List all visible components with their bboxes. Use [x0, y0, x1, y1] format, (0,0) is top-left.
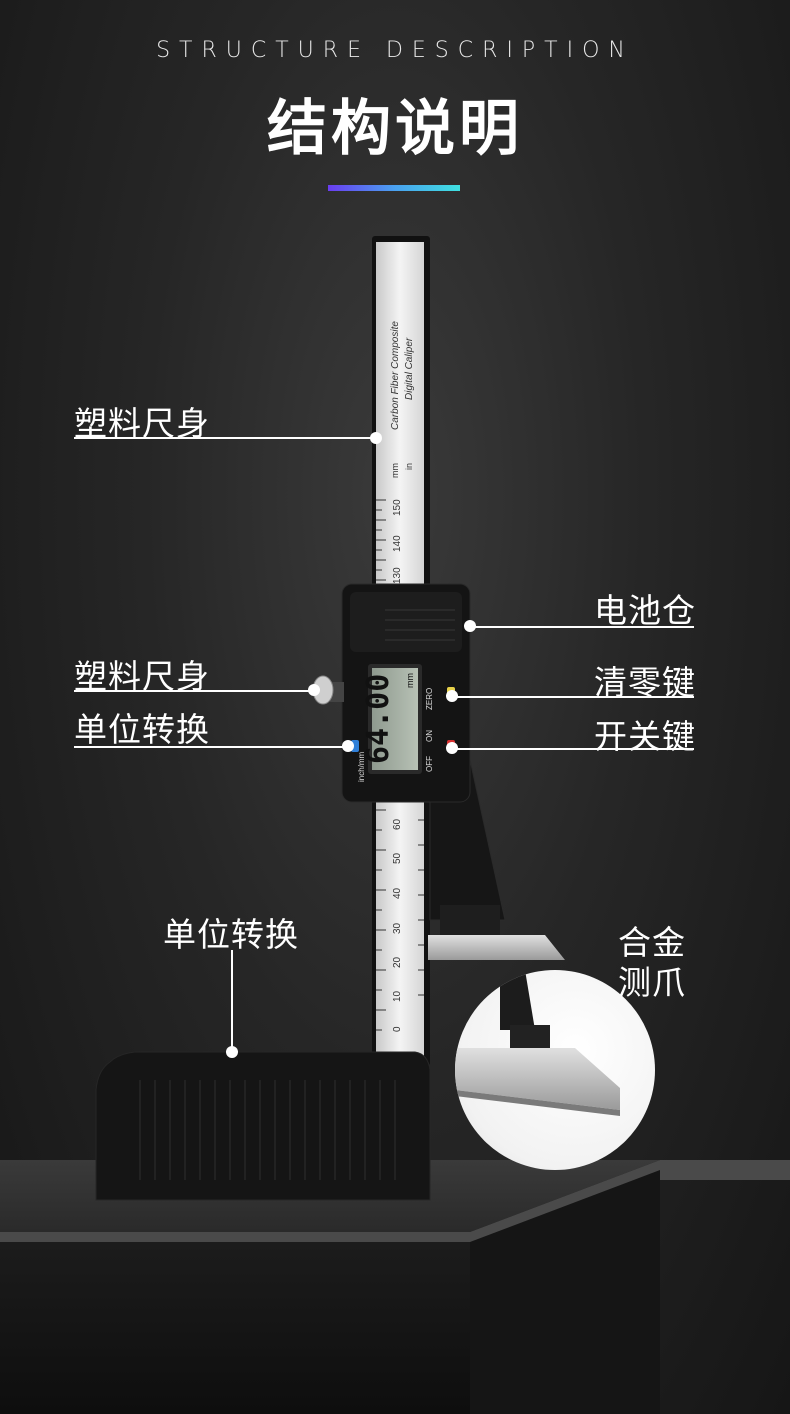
label-plastic-body-top: 塑料尺身 [74, 404, 210, 443]
lock-screw [330, 682, 344, 702]
platform-front [0, 1242, 470, 1414]
dot-power-key [446, 742, 458, 754]
title-accent-bar [328, 185, 460, 191]
leader-zero-key [452, 696, 694, 698]
battery-cover [350, 592, 462, 652]
section-title: 结构说明 [267, 94, 523, 164]
label-jaw-line2: 测爪 [618, 963, 686, 1002]
brand-text-1: Carbon Fiber Composite [390, 321, 401, 430]
dot-plastic-body-mid [308, 684, 320, 696]
battery-grip [385, 609, 455, 641]
zoom-support [500, 970, 535, 1030]
leader-plastic-body-top [74, 437, 374, 439]
unit-in-text: in [404, 463, 414, 470]
platform-side [470, 1170, 660, 1414]
leader-power-key [452, 748, 694, 750]
zoom-blade-edge [455, 1090, 620, 1116]
base-grip [139, 1080, 396, 1180]
dot-unit-switch-base [226, 1046, 238, 1058]
off-label: OFF [425, 756, 434, 772]
dot-battery [464, 620, 476, 632]
scale-label-40: 40 [392, 887, 403, 899]
dot-zero-key [446, 690, 458, 702]
brand-text-2: Digital Caliper [404, 337, 415, 400]
label-jaw-line1: 合金 [618, 923, 686, 962]
label-unit-switch-base: 单位转换 [163, 915, 299, 954]
base-block [95, 1051, 431, 1201]
ruler-ticks [376, 499, 424, 1031]
label-battery: 电池仓 [594, 591, 696, 630]
zoom-blade [455, 1048, 620, 1110]
unit-mm-text: mm [390, 463, 400, 478]
scale-label-50: 50 [392, 852, 403, 864]
zero-label: ZERO [425, 688, 434, 710]
jaw-zoom-graphic [455, 970, 620, 1116]
lcd-unit: mm [405, 673, 415, 688]
scale-label-60: 60 [392, 818, 403, 830]
dot-unit-switch-left [342, 740, 354, 752]
scale-label-10: 10 [392, 990, 403, 1002]
scale-label-0: 0 [392, 1026, 403, 1032]
leader-battery [470, 626, 694, 628]
jaw-zoom-detail [455, 970, 655, 1170]
on-label: ON [425, 730, 434, 742]
jaw-blade [428, 935, 565, 960]
lcd-reading: 64.00 [361, 674, 396, 764]
leader-unit-switch-left [74, 746, 348, 748]
leader-plastic-body-mid [74, 690, 314, 692]
label-power-key: 开关键 [594, 717, 696, 756]
unit-button-label: inch/mm [357, 751, 366, 782]
section-subtitle: STRUCTURE DESCRIPTION [156, 38, 634, 63]
leader-unit-switch-base [231, 950, 233, 1050]
scale-label-130: 130 [392, 567, 403, 584]
label-zero-key: 清零键 [594, 663, 696, 702]
jaw-holder [440, 905, 500, 935]
label-unit-switch-left: 单位转换 [74, 710, 210, 749]
label-plastic-body-mid: 塑料尺身 [74, 657, 210, 696]
dot-plastic-body-top [370, 432, 382, 444]
scale-label-150: 150 [392, 499, 403, 516]
scale-label-30: 30 [392, 922, 403, 934]
scale-label-20: 20 [392, 956, 403, 968]
scale-label-140: 140 [392, 535, 403, 552]
lcd-screen [372, 668, 418, 770]
